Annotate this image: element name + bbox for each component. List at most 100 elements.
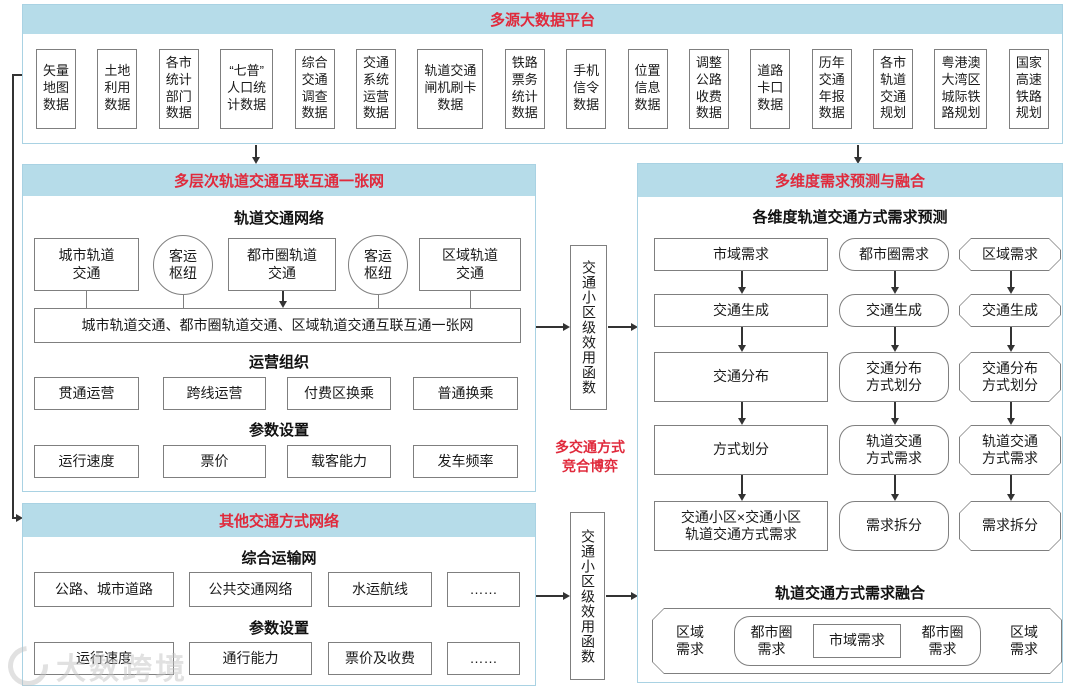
subtitle-rail-net: 轨道交通网络 [233,210,324,227]
data-source-box: 粤港澳 大湾区 城际铁 路规划 [934,48,988,129]
utility-function-box-top: 交通小区级效用函数 [570,245,607,410]
ops-box: 普通换乘 [413,377,518,410]
watermark-text: 大数跨境 [56,653,188,686]
data-source-box: 道路 卡口 数据 [750,48,791,129]
city-step-box: 方式划分 [654,425,828,475]
data-source-box: 综合 交通 调查 数据 [294,48,335,129]
metro-step-box: 轨道交通 方式需求 [839,425,949,475]
param-box: 运行速度 [34,642,174,675]
subtitle-demand-forecast: 各维度轨道交通方式需求预测 [752,209,948,226]
fusion-regional-left: 区域 需求 [676,623,704,657]
fusion-outer-octagon: 区域 需求 都市圈 需求 市域需求 都市圈 需求 区域 需求 [652,608,1062,674]
arrow-utility-to-forecast-icon [608,326,631,328]
regional-step-box: 区域需求 [959,238,1061,271]
metro-step-box: 需求拆分 [839,501,949,551]
data-source-box: 各市 统计 部门 数据 [158,48,199,129]
watermark: 大数跨境 [0,637,188,692]
section-rail-network: 多层次轨道交通互联互通一张网 轨道交通网络 城市轨道 交通 客运 枢纽 都市圈轨… [22,164,536,492]
connector-line [378,295,379,308]
metro-step-box: 都市圈需求 [839,238,949,271]
fusion-metro-rounded: 都市圈 需求 市域需求 都市圈 需求 [734,616,981,666]
city-step-box: 市域需求 [654,238,828,271]
section-big-data-platform: 多源大数据平台 矢量 地图 数据 土地 利用 数据 各市 统计 部门 数据 “七… [22,4,1063,144]
data-source-box: 交通 系统 运营 数据 [355,48,396,129]
subtitle-transport-net: 综合运输网 [241,550,317,567]
arrow-step-icon [894,327,896,345]
net-box: 水运航线 [328,572,432,607]
node-passenger-hub: 客运 枢纽 [348,235,408,295]
arrow-step-icon [741,475,743,494]
data-source-box: 历年 交通 年报 数据 [811,48,852,129]
connector-left-vertical [12,74,14,518]
net-box: …… [447,572,520,607]
param-box: 载客能力 [287,445,391,478]
regional-step-box: 轨道交通 方式需求 [959,425,1061,475]
regional-step-label: 轨道交通 方式需求 [982,432,1038,466]
data-source-box: 土地 利用 数据 [97,48,138,129]
merged-network-box: 城市轨道交通、都市圈轨道交通、区域轨道交通互联互通一张网 [34,308,521,343]
metro-step-box: 交通分布 方式划分 [839,352,949,402]
data-source-box: 手机 信令 数据 [566,48,607,129]
data-source-box: 调整 公路 收费 数据 [688,48,729,129]
fusion-city-rect: 市域需求 [813,624,901,658]
param-box: 票价 [163,445,266,478]
fusion-layout: 区域 需求 都市圈 需求 市域需求 都市圈 需求 区域 需求 [652,608,1062,674]
arrow-rail-to-utility-icon [536,326,563,328]
regional-step-label: 需求拆分 [982,517,1038,534]
fusion-metro-left: 都市圈 需求 [750,623,793,657]
subtitle-parameters: 参数设置 [248,422,309,439]
data-source-row: 矢量 地图 数据 土地 利用 数据 各市 统计 部门 数据 “七普” 人口统 计… [23,34,1062,143]
arrow-utility-to-fusion-icon [606,595,631,597]
data-source-box: 位置 信息 数据 [627,48,668,129]
city-step-box: 交通小区×交通小区 轨道交通方式需求 [654,501,828,551]
data-source-box: 轨道交通 闸机刷卡 数据 [417,48,484,129]
metro-step-box: 交通生成 [839,294,949,327]
regional-step-box: 交通分布 方式划分 [959,352,1061,402]
connector-line [183,295,184,308]
node-urban-rail: 城市轨道 交通 [34,238,139,291]
arrow-step-icon [1010,475,1012,494]
connector-line [470,291,471,308]
arrow-step-icon [1010,327,1012,345]
fusion-city-label: 市域需求 [829,632,885,649]
ops-box: 跨线运营 [163,377,266,410]
section-title-other-networks: 其他交通方式网络 [23,504,535,537]
arrow-metro-to-merged-icon [282,291,284,301]
node-passenger-hub: 客运 枢纽 [153,235,213,295]
arrow-platform-to-rail-icon [255,145,257,157]
connector-left-horizontal [12,74,22,76]
subtitle-parameters: 参数设置 [248,620,309,637]
game-label: 多交通方式 竞合博弈 [555,439,625,474]
arrow-platform-to-forecast-icon [857,145,859,157]
data-source-box: 各市 轨道 交通 规划 [873,48,914,129]
arrow-platform-to-other-icon [12,517,16,519]
data-source-box: “七普” 人口统 计数据 [220,48,274,129]
city-step-box: 交通分布 [654,352,828,402]
arrow-step-icon [741,271,743,287]
subtitle-operation: 运营组织 [248,354,309,371]
section-title-forecast-fusion: 多维度需求预测与融合 [638,164,1062,197]
net-box: 公共交通网络 [189,572,312,607]
subtitle-demand-fusion: 轨道交通方式需求融合 [774,585,925,602]
regional-step-box: 交通生成 [959,294,1061,327]
param-box: 发车频率 [413,445,518,478]
ops-box: 付费区换乘 [287,377,391,410]
regional-step-box: 需求拆分 [959,501,1061,551]
param-box: 运行速度 [34,445,139,478]
data-source-box: 矢量 地图 数据 [36,48,77,129]
fusion-metro-right: 都市圈 需求 [921,623,964,657]
arrow-other-to-utility-icon [536,595,563,597]
arrow-step-icon [741,327,743,345]
arrow-step-icon [894,475,896,494]
node-regional-rail: 区域轨道 交通 [419,238,521,291]
param-box: …… [447,642,520,675]
ops-box: 贯通运营 [34,377,139,410]
regional-step-label: 交通分布 方式划分 [982,359,1038,393]
param-box: 票价及收费 [328,642,432,675]
arrow-step-icon [1010,271,1012,287]
arrow-step-icon [1010,402,1012,418]
arrow-step-icon [894,402,896,418]
arrow-step-icon [894,271,896,287]
data-source-box: 国家 高速 铁路 规划 [1008,48,1049,129]
